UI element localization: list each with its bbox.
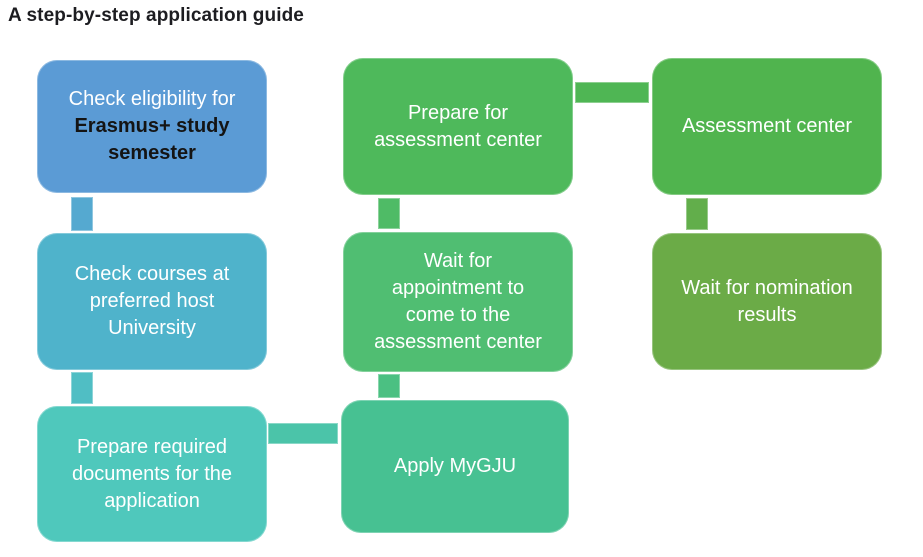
connector-eligibility-to-courses: [71, 197, 93, 231]
connector-appointment-to-prepare: [378, 198, 400, 229]
step-line: Check courses at: [74, 263, 230, 285]
connector-documents-to-apply: [268, 423, 338, 444]
step-line: Prepare required: [76, 435, 228, 458]
step-line: assessment center: [374, 128, 542, 151]
step-line: Check eligibility for: [68, 88, 236, 110]
connector-courses-to-documents: [71, 372, 93, 404]
step-line: assessment center: [374, 331, 542, 353]
step-box-apply-mygju: Apply MyGJU: [341, 400, 569, 533]
step-line: documents for the: [71, 462, 233, 485]
step-box-wait-nomination: Wait for nomination results: [652, 233, 882, 370]
step-line: Wait for: [423, 250, 493, 272]
step-box-check-eligibility: Check eligibility for Erasmus+ study sem…: [37, 60, 267, 193]
step-box-prepare-assessment: Prepare for assessment center: [343, 58, 573, 195]
step-box-wait-appointment: Wait for appointment to come to the asse…: [343, 232, 573, 372]
page-title: A step-by-step application guide: [8, 5, 304, 26]
step-line-emphasis: Erasmus+ study: [74, 115, 230, 137]
step-line: University: [108, 317, 196, 339]
step-box-prepare-documents: Prepare required documents for the appli…: [37, 406, 267, 542]
step-line: appointment to: [391, 277, 525, 299]
step-line: preferred host: [89, 290, 215, 312]
step-box-check-courses: Check courses at preferred host Universi…: [37, 233, 267, 370]
step-line: come to the: [405, 304, 511, 326]
step-line-emphasis: semester: [108, 142, 196, 164]
connector-prepare-to-assessment: [575, 82, 649, 103]
step-line: application: [104, 489, 200, 512]
step-line: results: [737, 303, 797, 326]
step-line: Apply MyGJU: [393, 455, 517, 477]
step-box-assessment-center: Assessment center: [652, 58, 882, 195]
connector-assessment-to-nomination: [686, 198, 708, 230]
step-line: Assessment center: [681, 115, 853, 137]
step-line: Prepare for: [407, 101, 509, 124]
step-line: Wait for nomination: [681, 276, 853, 299]
connector-apply-to-appointment: [378, 374, 400, 398]
